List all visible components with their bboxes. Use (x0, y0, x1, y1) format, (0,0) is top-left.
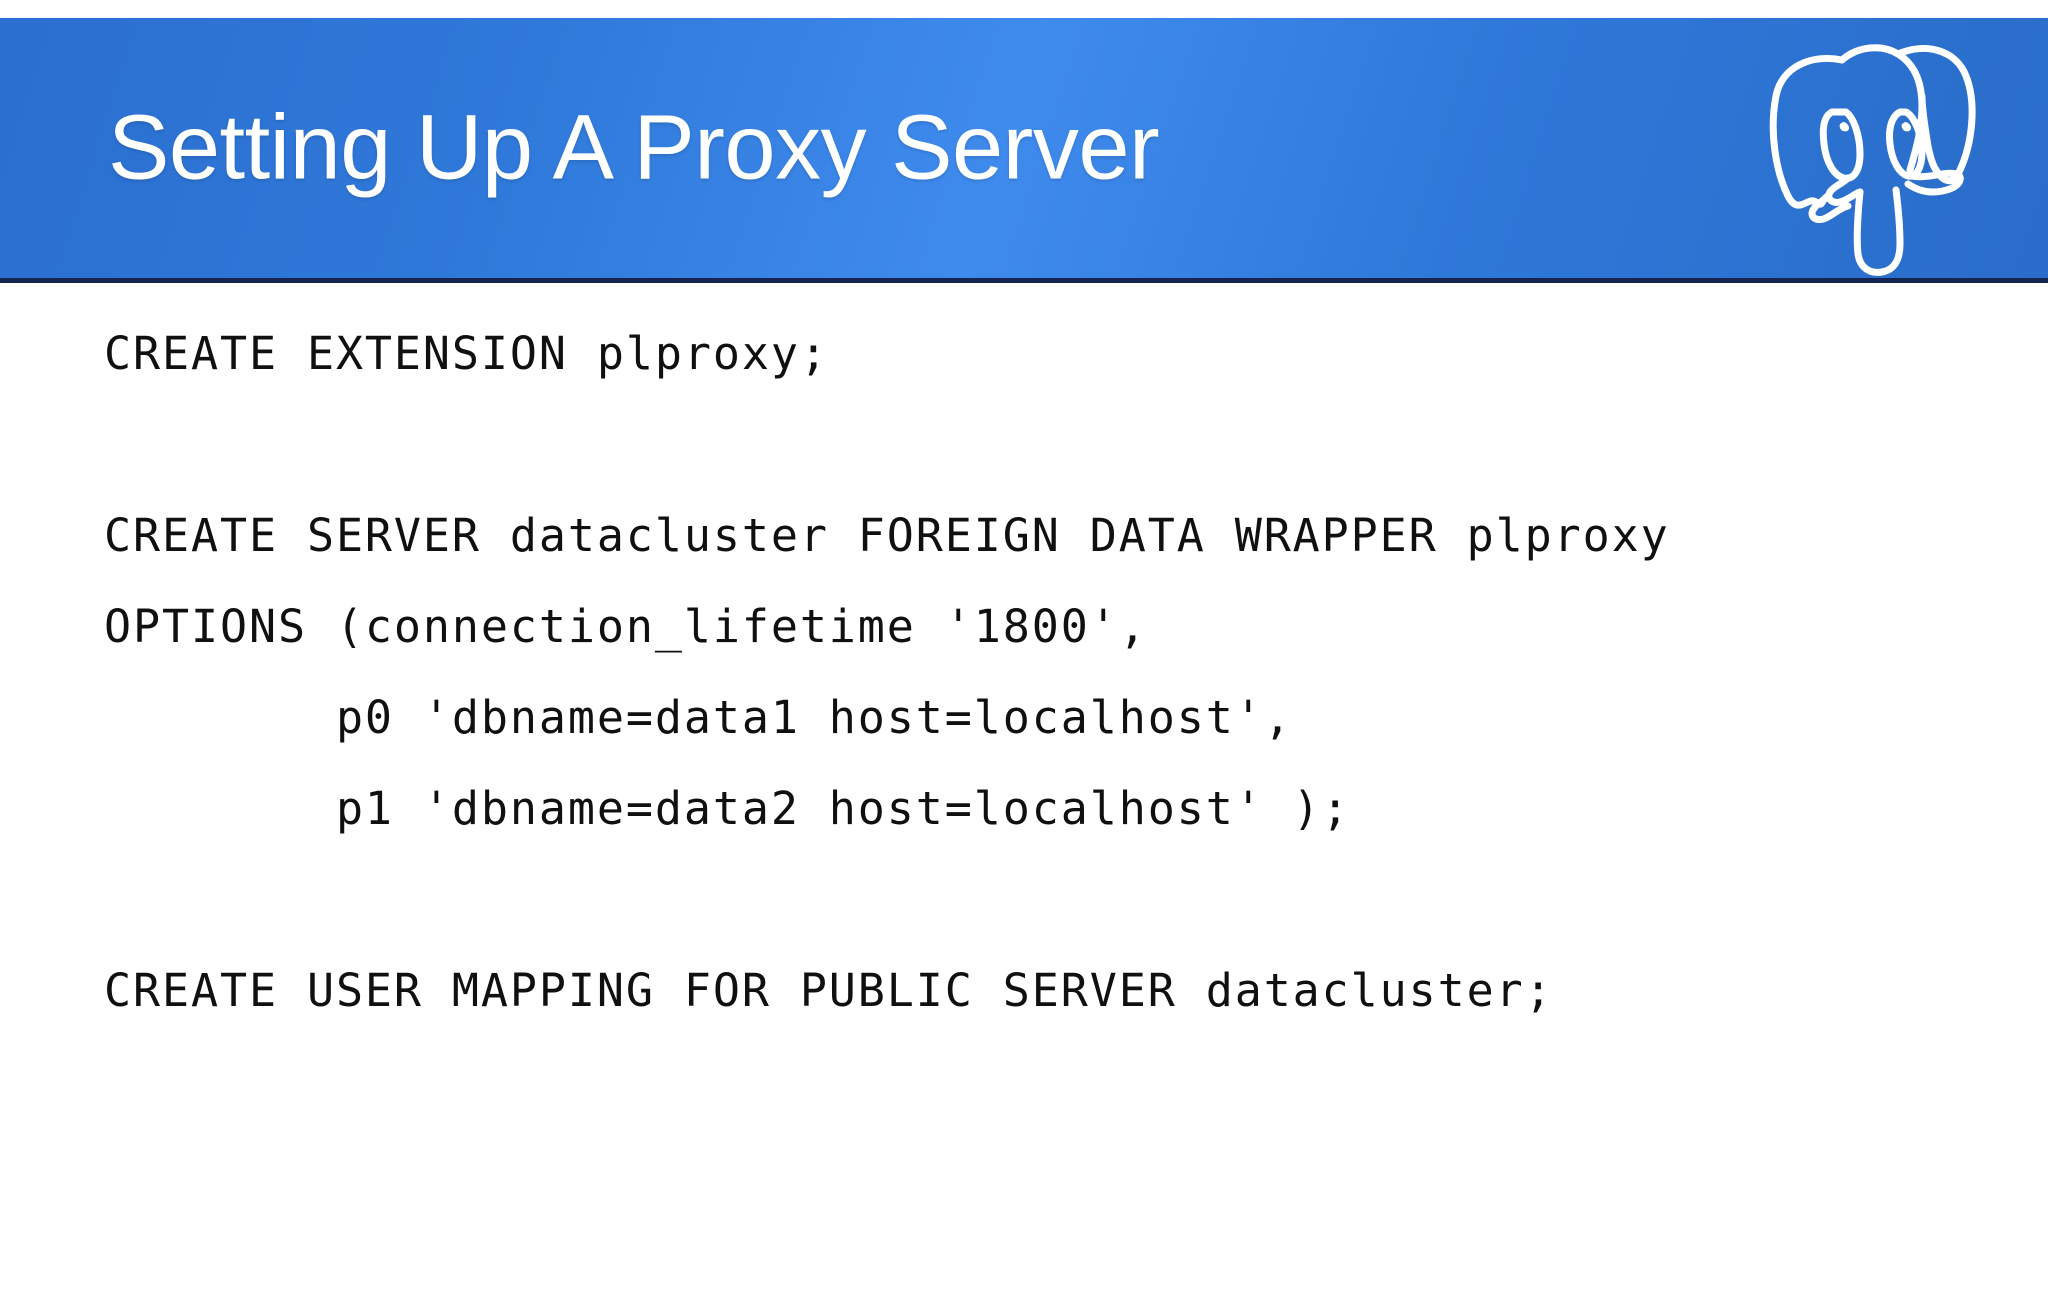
code-line: p1 'dbname=data2 host=localhost' ); (104, 782, 1351, 835)
slide-code-body: CREATE EXTENSION plproxy; CREATE SERVER … (0, 288, 2048, 1302)
code-line: OPTIONS (connection_lifetime '1800', (104, 600, 1148, 653)
code-line (0, 399, 2048, 490)
code-line: CREATE SERVER datacluster FOREIGN DATA W… (104, 509, 1670, 562)
postgresql-elephant-logo (1750, 24, 2000, 276)
page-title: Setting Up A Proxy Server (108, 96, 1160, 199)
code-line: p0 'dbname=data1 host=localhost', (104, 691, 1293, 744)
code-line: CREATE USER MAPPING FOR PUBLIC SERVER da… (104, 964, 1554, 1017)
code-line (0, 854, 2048, 945)
code-line: CREATE EXTENSION plproxy; (104, 327, 829, 380)
slide-header-banner: Setting Up A Proxy Server (0, 18, 2048, 283)
